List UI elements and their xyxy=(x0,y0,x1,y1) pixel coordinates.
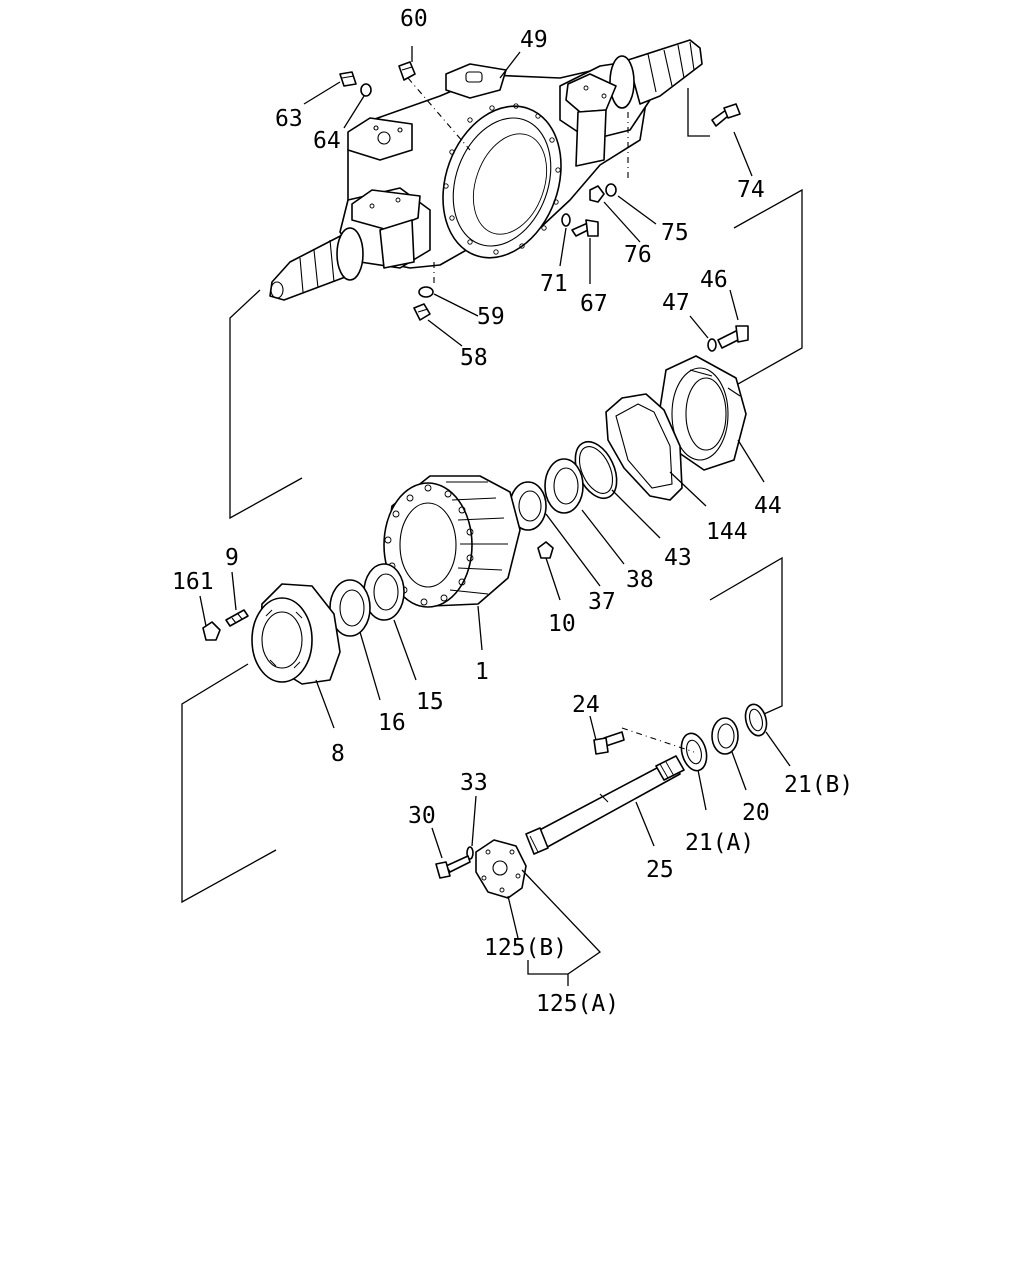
callout-71: 71 xyxy=(540,271,568,297)
nut-10 xyxy=(537,541,554,559)
callout-1: 1 xyxy=(475,659,489,685)
washer-71 xyxy=(561,213,571,227)
callout-44: 44 xyxy=(754,493,782,519)
breather-63 xyxy=(339,71,357,87)
callout-21a: 21(A) xyxy=(685,830,754,856)
washer-47 xyxy=(707,338,717,352)
callout-125b: 125(B) xyxy=(484,935,567,961)
callout-24: 24 xyxy=(572,692,600,718)
flange-125b xyxy=(475,839,527,899)
callout-38: 38 xyxy=(626,567,654,593)
bolt-24 xyxy=(593,731,625,755)
callout-60: 60 xyxy=(400,6,428,32)
bolt-74 xyxy=(711,103,741,127)
axle-shaft-25 xyxy=(525,755,685,855)
callout-161: 161 xyxy=(172,569,214,595)
callout-46: 46 xyxy=(700,267,728,293)
callout-49: 49 xyxy=(520,27,548,53)
nut-161 xyxy=(202,621,221,641)
callout-58: 58 xyxy=(460,345,488,371)
callout-64: 64 xyxy=(313,128,341,154)
gasket-144 xyxy=(605,393,683,501)
washer-59 xyxy=(418,286,434,298)
brake-drum-1 xyxy=(383,475,521,608)
bolt-30 xyxy=(435,855,471,879)
nut-76 xyxy=(589,185,605,203)
callout-63: 63 xyxy=(275,106,303,132)
callout-47: 47 xyxy=(662,290,690,316)
bolt-46 xyxy=(717,325,749,349)
leader-lines xyxy=(181,46,803,986)
callout-75: 75 xyxy=(661,220,689,246)
callout-21b: 21(B) xyxy=(784,772,853,798)
callout-9: 9 xyxy=(225,545,239,571)
oil-seal-38 xyxy=(544,458,584,514)
callout-15: 15 xyxy=(416,689,444,715)
callout-59: 59 xyxy=(477,304,505,330)
callout-43: 43 xyxy=(664,545,692,571)
callout-33: 33 xyxy=(460,770,488,796)
callout-74: 74 xyxy=(737,177,765,203)
callout-37: 37 xyxy=(588,589,616,615)
callout-10: 10 xyxy=(548,611,576,637)
callout-144: 144 xyxy=(706,519,748,545)
housing-44 xyxy=(659,355,747,471)
washer-64 xyxy=(360,83,372,97)
hub-8 xyxy=(251,583,341,685)
callout-76: 76 xyxy=(624,242,652,268)
stud-9 xyxy=(225,609,249,627)
axle-housing xyxy=(269,39,703,301)
plug-58 xyxy=(413,303,431,321)
callout-16: 16 xyxy=(378,710,406,736)
callout-125a: 125(A) xyxy=(536,991,619,1017)
callout-labels: 60 49 63 64 74 75 76 71 67 59 58 47 46 4… xyxy=(172,6,853,1017)
washer-75 xyxy=(605,183,617,197)
callout-25: 25 xyxy=(646,857,674,883)
callout-20: 20 xyxy=(742,800,770,826)
bolt-67 xyxy=(571,219,599,237)
callout-30: 30 xyxy=(408,803,436,829)
callout-67: 67 xyxy=(580,291,608,317)
plug-60 xyxy=(398,61,416,81)
callout-8: 8 xyxy=(331,741,345,767)
